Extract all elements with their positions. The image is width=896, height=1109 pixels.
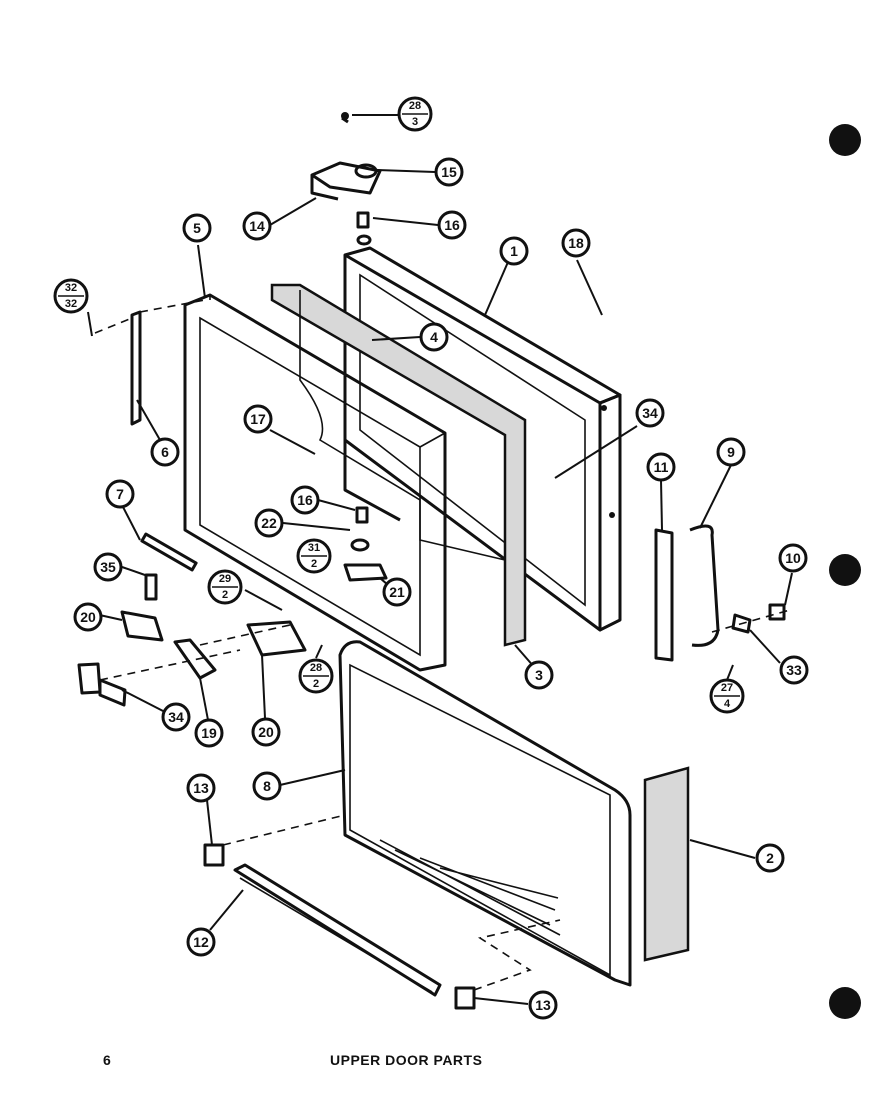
svg-text:32: 32 xyxy=(65,282,77,294)
part-callout-5: 5 xyxy=(182,213,212,243)
handle-insert xyxy=(731,613,752,634)
svg-text:17: 17 xyxy=(250,411,266,427)
door-liner xyxy=(338,640,632,987)
leader-lines xyxy=(87,114,793,1005)
page-title: UPPER DOOR PARTS xyxy=(330,1052,483,1068)
svg-text:8: 8 xyxy=(263,778,271,794)
part-callout-10: 10 xyxy=(778,543,808,573)
part-callout-15: 15 xyxy=(434,157,464,187)
svg-text:2: 2 xyxy=(311,558,317,570)
part-callout-34: 34 xyxy=(635,398,665,428)
svg-text:16: 16 xyxy=(444,217,460,233)
part-callout-22: 22 xyxy=(254,508,284,538)
svg-text:4: 4 xyxy=(724,698,731,710)
svg-text:19: 19 xyxy=(201,725,217,741)
svg-text:9: 9 xyxy=(727,444,735,460)
breaker-strip xyxy=(643,766,690,962)
bottom-rail xyxy=(233,863,442,997)
door-insulation xyxy=(270,283,527,647)
svg-text:31: 31 xyxy=(308,542,320,554)
svg-text:12: 12 xyxy=(193,934,209,950)
svg-text:32: 32 xyxy=(65,298,77,310)
binder-hole-top xyxy=(829,124,861,156)
part-callout-12: 12 xyxy=(186,927,216,957)
top-hinge-assembly xyxy=(310,112,382,246)
svg-text:20: 20 xyxy=(80,609,96,625)
svg-text:10: 10 xyxy=(785,550,801,566)
outer-door-panel xyxy=(343,246,622,632)
corner-clip-lower xyxy=(454,986,476,1010)
bottom-trim-piece xyxy=(140,532,198,572)
part-callout-31-2: 31 2 xyxy=(296,538,332,574)
svg-text:3: 3 xyxy=(535,667,543,683)
svg-text:2: 2 xyxy=(766,850,774,866)
svg-text:2: 2 xyxy=(222,589,228,601)
svg-text:6: 6 xyxy=(161,444,169,460)
binder-hole-bottom xyxy=(829,987,861,1019)
svg-text:4: 4 xyxy=(430,329,438,345)
part-callout-9: 9 xyxy=(716,437,746,467)
part-callout-33: 33 xyxy=(779,655,809,685)
part-callout-17: 17 xyxy=(243,404,273,434)
part-callout-28-3: 28 3 xyxy=(397,96,433,132)
part-callout-2: 2 xyxy=(755,843,785,873)
part-callout-20: 20 xyxy=(73,602,103,632)
part-callout-3: 3 xyxy=(524,660,554,690)
callout-denominator: 3 xyxy=(412,116,418,128)
part-callout-14: 14 xyxy=(242,211,272,241)
svg-text:27: 27 xyxy=(721,682,733,694)
part-callout-6: 6 xyxy=(150,437,180,467)
binder-hole-middle xyxy=(829,554,861,586)
part-callout-28-2: 28 2 xyxy=(298,658,334,694)
part-callout-16: 16 xyxy=(437,210,467,240)
part-callout-11: 11 xyxy=(646,452,676,482)
page-number: 6 xyxy=(103,1052,112,1068)
part-callout-1: 1 xyxy=(499,236,529,266)
part-callout-35: 35 xyxy=(93,552,123,582)
part-callout-19: 19 xyxy=(194,718,224,748)
svg-text:20: 20 xyxy=(258,724,274,740)
part-callout-13b: 13 xyxy=(528,990,558,1020)
part-callout-7: 7 xyxy=(105,479,135,509)
svg-text:16: 16 xyxy=(297,492,313,508)
svg-text:33: 33 xyxy=(786,662,802,678)
part-callout-34b: 34 xyxy=(161,702,191,732)
lower-hinge-assembly xyxy=(77,506,388,707)
svg-text:7: 7 xyxy=(116,486,124,502)
door-gasket-frame xyxy=(183,293,447,672)
svg-text:11: 11 xyxy=(654,459,669,475)
part-callout-27-4: 27 4 xyxy=(709,678,745,714)
svg-text:13: 13 xyxy=(535,997,551,1013)
svg-text:2: 2 xyxy=(313,678,319,690)
door-handle xyxy=(654,524,720,662)
svg-text:22: 22 xyxy=(261,515,277,531)
part-callout-32-32: 32 32 xyxy=(53,278,89,314)
corner-clip-upper xyxy=(203,843,225,867)
svg-text:35: 35 xyxy=(100,559,116,575)
svg-text:14: 14 xyxy=(249,218,265,234)
svg-text:29: 29 xyxy=(219,573,231,585)
part-callout-4: 4 xyxy=(419,322,449,352)
part-callout-20b: 20 xyxy=(251,717,281,747)
svg-text:34: 34 xyxy=(168,709,184,725)
svg-text:21: 21 xyxy=(389,584,405,600)
svg-text:34: 34 xyxy=(642,405,658,421)
part-callout-16b: 16 xyxy=(290,485,320,515)
part-callout-8: 8 xyxy=(252,771,282,801)
svg-text:13: 13 xyxy=(193,780,209,796)
part-callout-13: 13 xyxy=(186,773,216,803)
part-callout-18: 18 xyxy=(561,228,591,258)
svg-text:15: 15 xyxy=(441,164,457,180)
callout-numerator: 28 xyxy=(409,100,421,112)
svg-text:28: 28 xyxy=(310,662,322,674)
part-callout-21: 21 xyxy=(382,577,412,607)
svg-text:5: 5 xyxy=(193,220,201,236)
side-trim-strip xyxy=(94,299,206,426)
part-callout-29-2: 29 2 xyxy=(207,569,243,605)
svg-text:18: 18 xyxy=(568,235,584,251)
svg-text:1: 1 xyxy=(510,243,518,259)
